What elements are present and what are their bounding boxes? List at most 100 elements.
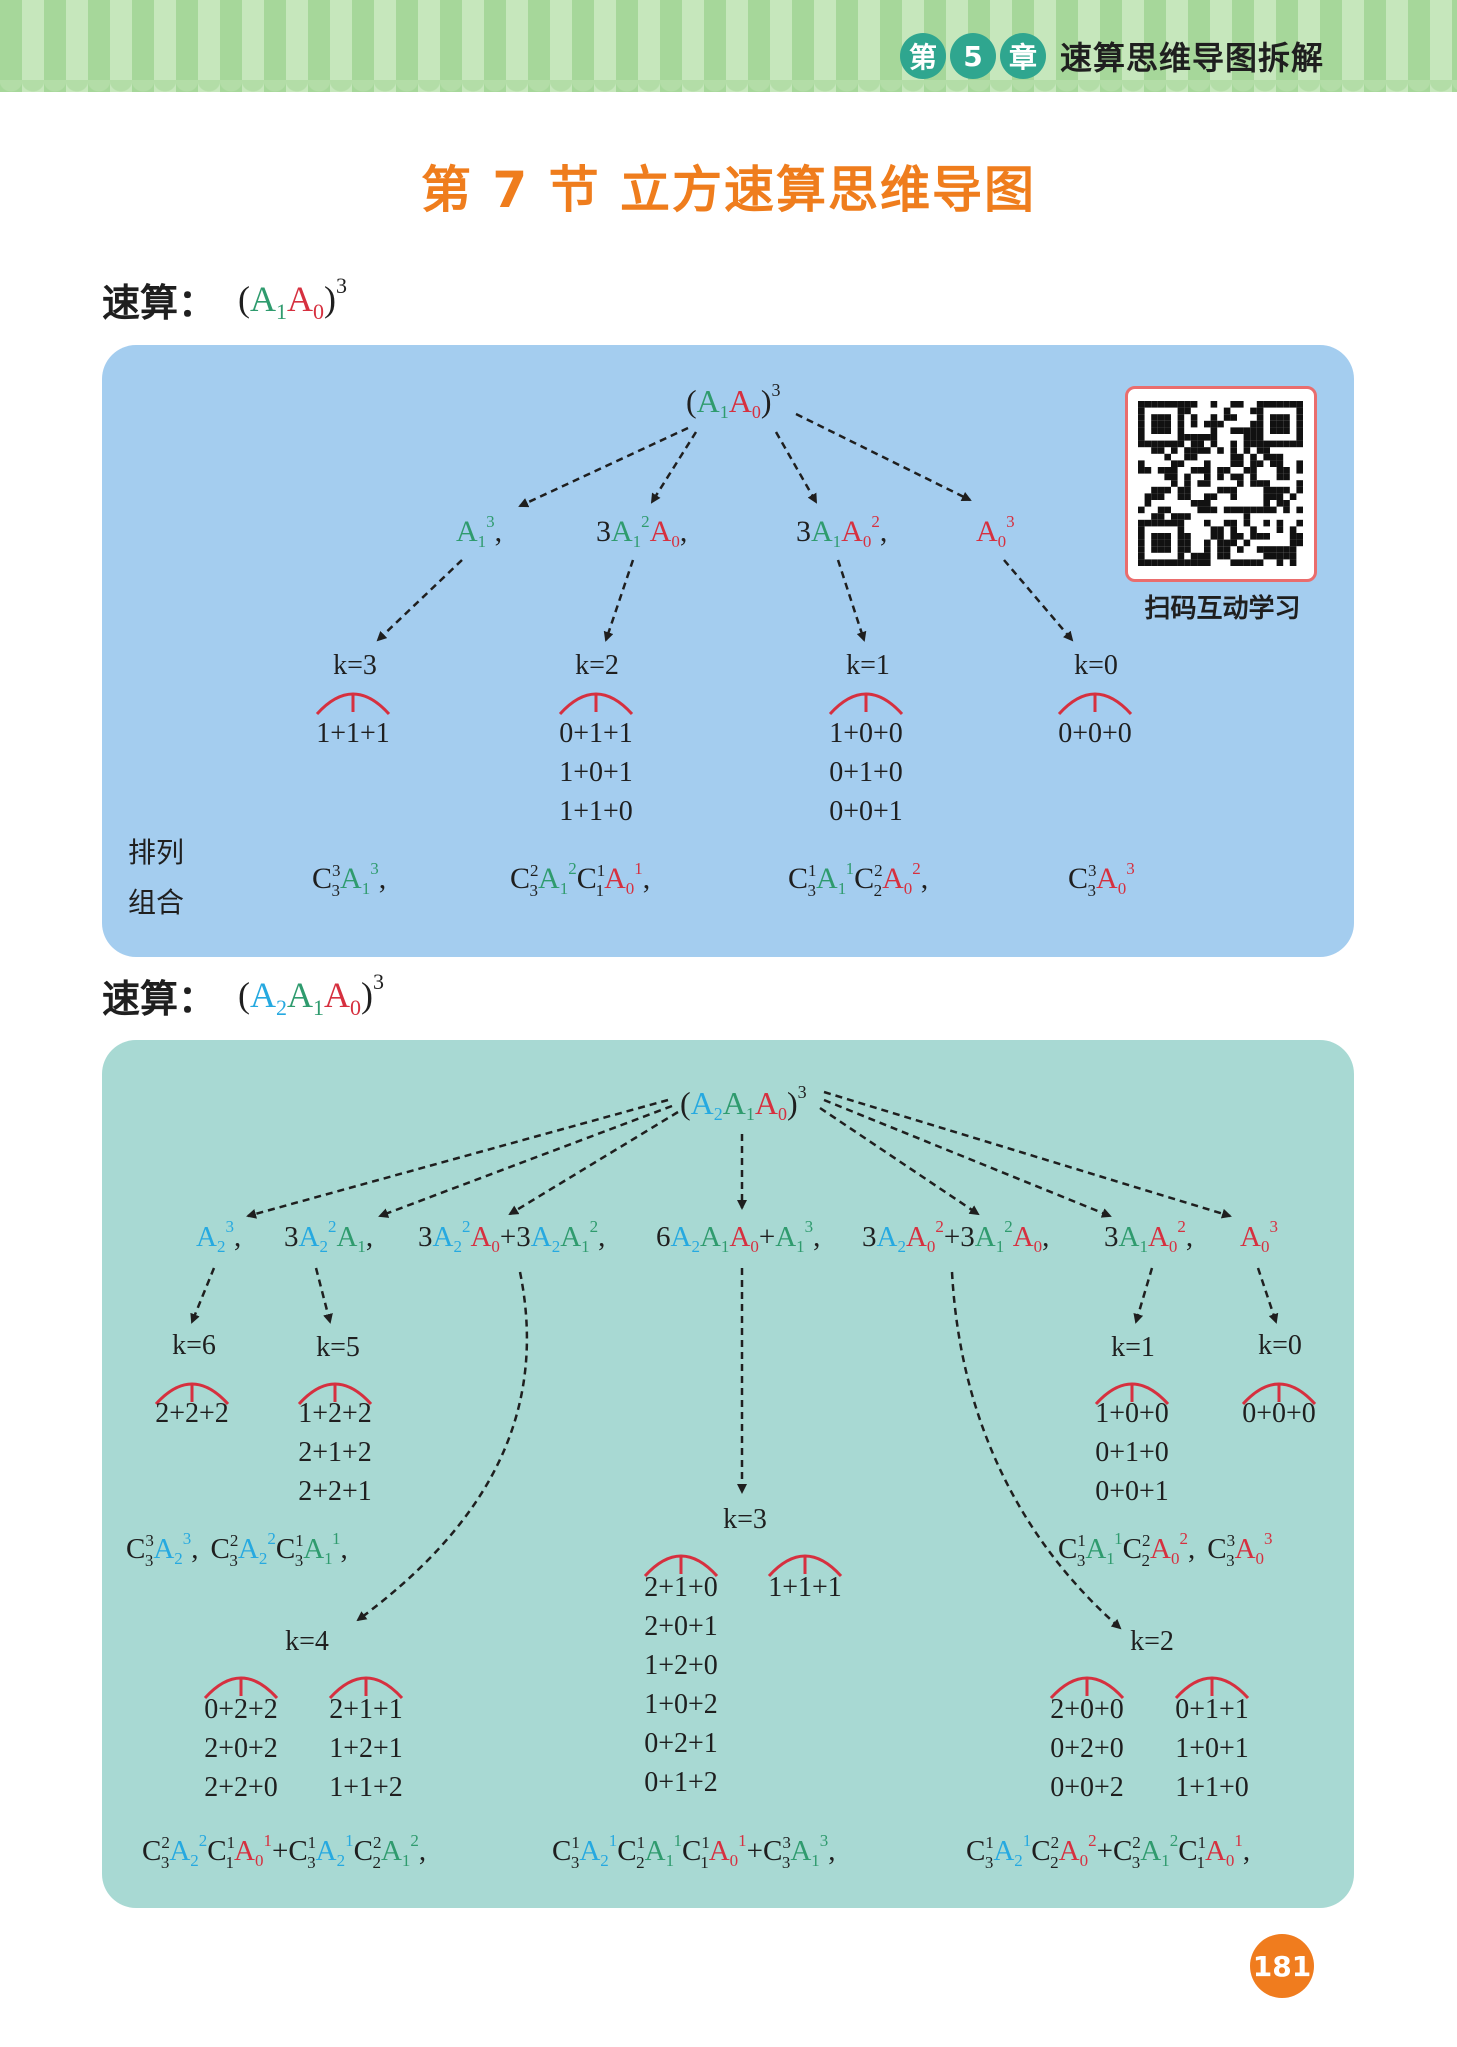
sum-entry: 1+1+1 [768, 1572, 842, 1603]
branch-arc [328, 1676, 404, 1700]
term: 3A12A0, [596, 512, 687, 551]
sum-entry: 1+0+1 [1175, 1733, 1249, 1764]
sum-entry: 1+2+2 [298, 1398, 372, 1429]
qr-code-image [1138, 401, 1303, 566]
arrow [1003, 559, 1074, 642]
chapter-title: 速算思维导图拆解 [1060, 39, 1325, 77]
qr-code[interactable] [1125, 386, 1317, 582]
terms-2: A23, 3A22A1, 3A22A0+3A2A12, 6A2A1A0+A13,… [196, 1217, 1278, 1256]
heading-1-label: 速算： [102, 281, 217, 325]
pailie-label-2: 组合 [128, 887, 184, 919]
term: A23, [196, 1217, 241, 1256]
branch-arc [643, 1554, 719, 1578]
chapter-badge: 第 5 章 速算思维导图拆解 [900, 30, 1340, 82]
sum-entry: 2+0+1 [644, 1611, 718, 1642]
section-title: 第 7 节 立方速算思维导图 [420, 161, 1036, 219]
arrow [950, 1271, 1122, 1630]
sum-entry: 1+1+0 [1175, 1772, 1249, 1803]
k-label: k=0 [1074, 650, 1118, 681]
k-label: k=2 [575, 650, 619, 681]
sum-entry: 0+1+1 [1175, 1694, 1249, 1725]
arrow [518, 426, 689, 508]
arrow [774, 431, 818, 504]
term: 3A22A0+3A2A12, [418, 1217, 605, 1256]
branch-arc [315, 692, 391, 716]
header-scallop [0, 80, 1457, 102]
chapter-zhang: 章 [1000, 33, 1046, 79]
term: 3A1A02, [1104, 1217, 1193, 1256]
sum-entry: 1+0+0 [829, 718, 903, 749]
sum-entry: 1+1+1 [316, 718, 390, 749]
arrow [190, 1267, 216, 1324]
k-label: k=2 [1130, 1626, 1174, 1657]
arrow [650, 431, 698, 504]
arrow [603, 559, 635, 642]
sum-entry: 2+2+1 [298, 1476, 372, 1507]
term: 3A22A1, [284, 1217, 373, 1256]
arrow [314, 1267, 333, 1324]
k-label: k=1 [846, 650, 890, 681]
term: A13, [456, 512, 502, 551]
arrow [508, 1110, 679, 1216]
sum-entry: 0+1+1 [559, 718, 633, 749]
k-label: k=5 [316, 1332, 360, 1363]
branch-arc [1057, 692, 1133, 716]
sum-entry: 0+2+2 [204, 1694, 278, 1725]
mindmap-panel-2 [102, 1040, 1354, 1908]
chapter-number: 5 [950, 33, 996, 79]
sum-entry: 2+1+1 [329, 1694, 403, 1725]
branch-arc [1094, 1382, 1170, 1406]
sum-entry: 0+0+2 [1050, 1772, 1124, 1803]
sum-entry: 0+1+0 [1095, 1437, 1169, 1468]
sum-entry: 1+0+2 [644, 1689, 718, 1720]
sum-entry: 0+0+0 [1058, 718, 1132, 749]
heading-1: 速算： [102, 272, 216, 327]
branch-arc [154, 1382, 230, 1406]
branch-arc [297, 1382, 373, 1406]
sum-entry: 2+2+0 [204, 1772, 278, 1803]
pailie-label-1: 排列 [128, 837, 184, 869]
arrow [795, 412, 972, 502]
branch-arc [828, 692, 904, 716]
sum-entry: 1+2+0 [644, 1650, 718, 1681]
term: 6A2A1A0+A13, [656, 1217, 820, 1256]
sum-entry: 0+2+1 [644, 1728, 718, 1759]
sum-entry: 0+0+1 [829, 796, 903, 827]
k-label: k=0 [1258, 1330, 1302, 1361]
arrow [819, 1106, 980, 1216]
sum-entry: 2+2+2 [155, 1398, 229, 1429]
arrow [376, 559, 463, 642]
branch-arc [1241, 1382, 1317, 1406]
branch-arc [1174, 1676, 1250, 1700]
terms-1: A13, 3A12A0, 3A1A02, A03 [456, 512, 1015, 551]
sum-entry: 1+0+1 [559, 757, 633, 788]
heading-2: 速算： [102, 968, 216, 1023]
page-number: 181 [1250, 1934, 1314, 1998]
sum-entry: 2+0+0 [1050, 1694, 1124, 1725]
arrow [823, 1098, 1112, 1218]
sum-entry: 0+1+2 [644, 1767, 718, 1798]
qr-label: 扫码互动学习 [1144, 594, 1301, 624]
sum-entry: 2+0+2 [204, 1733, 278, 1764]
sum-entry: 1+2+1 [329, 1733, 403, 1764]
arrow [823, 1090, 1232, 1219]
branch-arc [1049, 1676, 1125, 1700]
sum-entry: 1+0+0 [1095, 1398, 1169, 1429]
sum-entry: 2+1+0 [644, 1572, 718, 1603]
chapter-di: 第 [900, 33, 946, 79]
branch-arc [558, 692, 634, 716]
arrow [1133, 1267, 1154, 1324]
root-formula-2: (A2A1A0)3 [680, 1082, 807, 1124]
k-label: k=3 [723, 1504, 767, 1535]
heading-2-label: 速算： [102, 977, 217, 1021]
